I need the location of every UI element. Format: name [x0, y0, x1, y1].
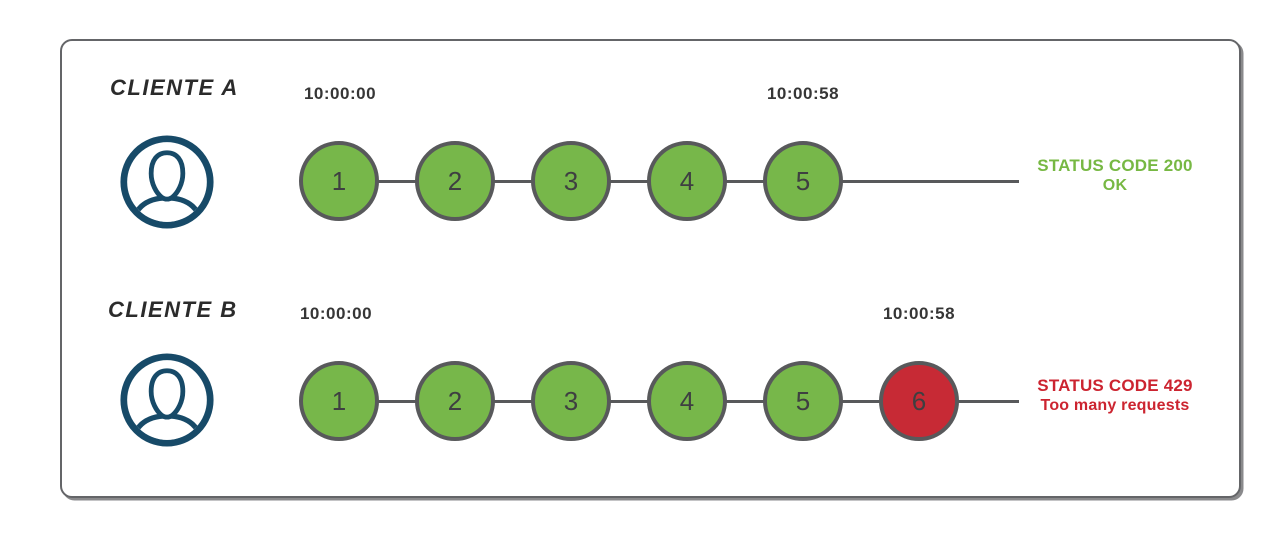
diagram-frame — [60, 39, 1241, 498]
